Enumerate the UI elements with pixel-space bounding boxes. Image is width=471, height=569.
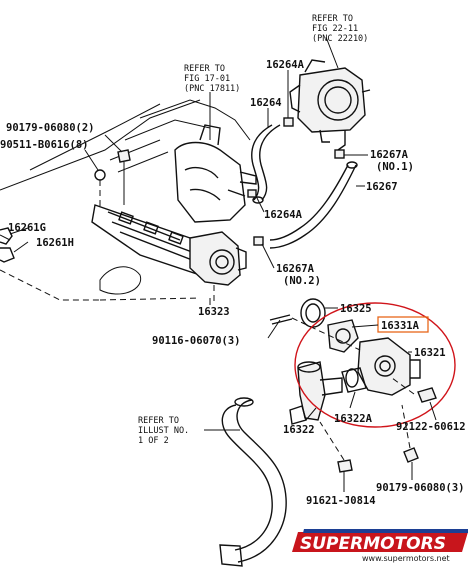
label-91621: 91621-J0814	[306, 495, 376, 507]
label-16322: 16322	[283, 424, 315, 436]
ref-17-01-line2: FIG 17-01	[184, 74, 230, 84]
label-16321: 16321	[414, 347, 446, 359]
label-90511: 90511-B0616(8)	[0, 139, 89, 151]
label-16325: 16325	[340, 303, 372, 315]
lower-hose	[219, 397, 287, 567]
ref-illust: REFER TO ILLUST NO. 1 OF 2	[138, 416, 189, 446]
part-labels: 16264A 16264 90179-06080(2) 90511-B0616(…	[0, 59, 466, 507]
watermark-url: www.supermotors.net	[362, 554, 450, 563]
label-90179-bottom: 90179-06080(3)	[376, 482, 465, 494]
leader-lines	[9, 36, 437, 492]
label-16264A-top: 16264A	[266, 59, 305, 71]
ref-fig-17-01: REFER TO FIG 17-01 (PNC 17811)	[184, 64, 240, 94]
watermark-brand: SUPERMOTORS	[300, 534, 446, 554]
clip-16267A-2	[253, 236, 264, 246]
label-16267A-2: 16267A	[276, 263, 315, 275]
hose-16267	[269, 161, 358, 249]
pipe-16322A	[341, 367, 367, 393]
label-16322A: 16322A	[334, 413, 373, 425]
ref-22-11-line2: FIG 22-11	[312, 24, 358, 34]
watermark-red-band	[292, 532, 468, 552]
pipe-16322	[289, 361, 343, 425]
housing-16321	[357, 337, 421, 396]
ref-22-11-line1: REFER TO	[312, 14, 353, 24]
highlight-box-16331A	[377, 316, 429, 333]
clip-16264A-mid	[247, 189, 257, 198]
ref-illust-line2: ILLUST NO.	[138, 426, 189, 436]
supermotors-watermark: SUPERMOTORS www.supermotors.net	[292, 529, 468, 563]
label-90179-top: 90179-06080(2)	[6, 122, 95, 134]
ref-illust-line1: REFER TO	[138, 416, 179, 426]
highlight-circle	[294, 302, 456, 428]
stud-90116	[269, 314, 361, 351]
engine-outline	[0, 99, 251, 301]
label-16267: 16267	[366, 181, 398, 193]
watermark-blue-stripe	[303, 529, 468, 533]
label-16264: 16264	[250, 97, 282, 109]
label-92122: 92122-60612	[396, 421, 466, 433]
washer-90511	[94, 169, 106, 210]
label-90116: 90116-06070(3)	[152, 335, 241, 347]
label-16331A: 16331A	[381, 320, 420, 332]
hose-16264	[251, 124, 281, 204]
clip-16267A-1	[334, 149, 345, 159]
gasket-16325	[300, 298, 326, 328]
intake-plenum	[174, 124, 257, 223]
label-16267A-1: 16267A	[370, 149, 409, 161]
label-16323: 16323	[198, 306, 230, 318]
thermostat-16331A	[327, 319, 359, 353]
ref-illust-line3: 1 OF 2	[138, 436, 169, 446]
label-16267A-1-sub: (NO.1)	[376, 161, 414, 173]
ref-fig-22-11: REFER TO FIG 22-11 (PNC 22210)	[312, 14, 368, 44]
ref-17-01-line1: REFER TO	[184, 64, 225, 74]
ref-17-01-line3: (PNC 17811)	[184, 84, 240, 94]
bolt-91621	[319, 421, 353, 473]
ref-22-11-line3: (PNC 22210)	[312, 34, 368, 44]
fitting-16261	[0, 227, 15, 263]
label-16261G: 16261G	[8, 222, 46, 234]
bolt-90179-bottom	[401, 404, 419, 463]
throttle-body	[289, 59, 371, 151]
label-16264A-mid: 16264A	[264, 209, 303, 221]
label-16261H: 16261H	[36, 237, 74, 249]
bolt-90179-top	[117, 149, 131, 205]
bolt-92122	[391, 377, 437, 403]
clip-16264A-top	[283, 117, 294, 127]
valve-body	[189, 231, 247, 286]
label-16267A-2-sub: (NO.2)	[283, 275, 321, 287]
